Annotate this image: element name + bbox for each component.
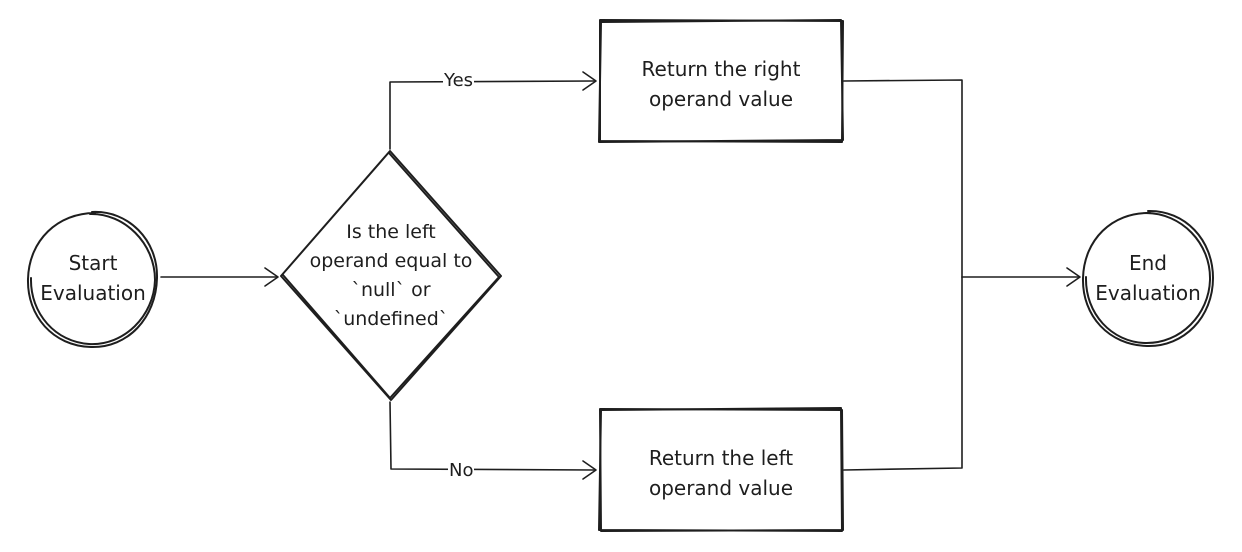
no-edge-label: No: [448, 460, 475, 482]
return-left-node: [598, 407, 844, 532]
edge-right-to-end: [843, 79, 963, 278]
decision-node-label: Is the left operand equal to `null` or `…: [309, 221, 473, 330]
yes-edge-label: Yes: [443, 70, 475, 92]
start-node-label: Start Evaluation: [40, 251, 146, 305]
start-node: [26, 210, 159, 349]
edge-merge-to-end: [961, 267, 1081, 287]
edge-no: [389, 401, 597, 480]
return-left-node-label: Return the left operand value: [648, 446, 794, 500]
return-right-node-label: Return the right operand value: [641, 57, 801, 111]
return-right-node: [598, 19, 844, 143]
edge-yes: [389, 71, 597, 150]
end-node: [1081, 209, 1214, 348]
decision-node: [280, 150, 502, 401]
edge-left-to-end: [843, 276, 963, 471]
edge-start-to-decision: [160, 267, 279, 287]
end-node-label: End Evaluation: [1095, 251, 1201, 305]
